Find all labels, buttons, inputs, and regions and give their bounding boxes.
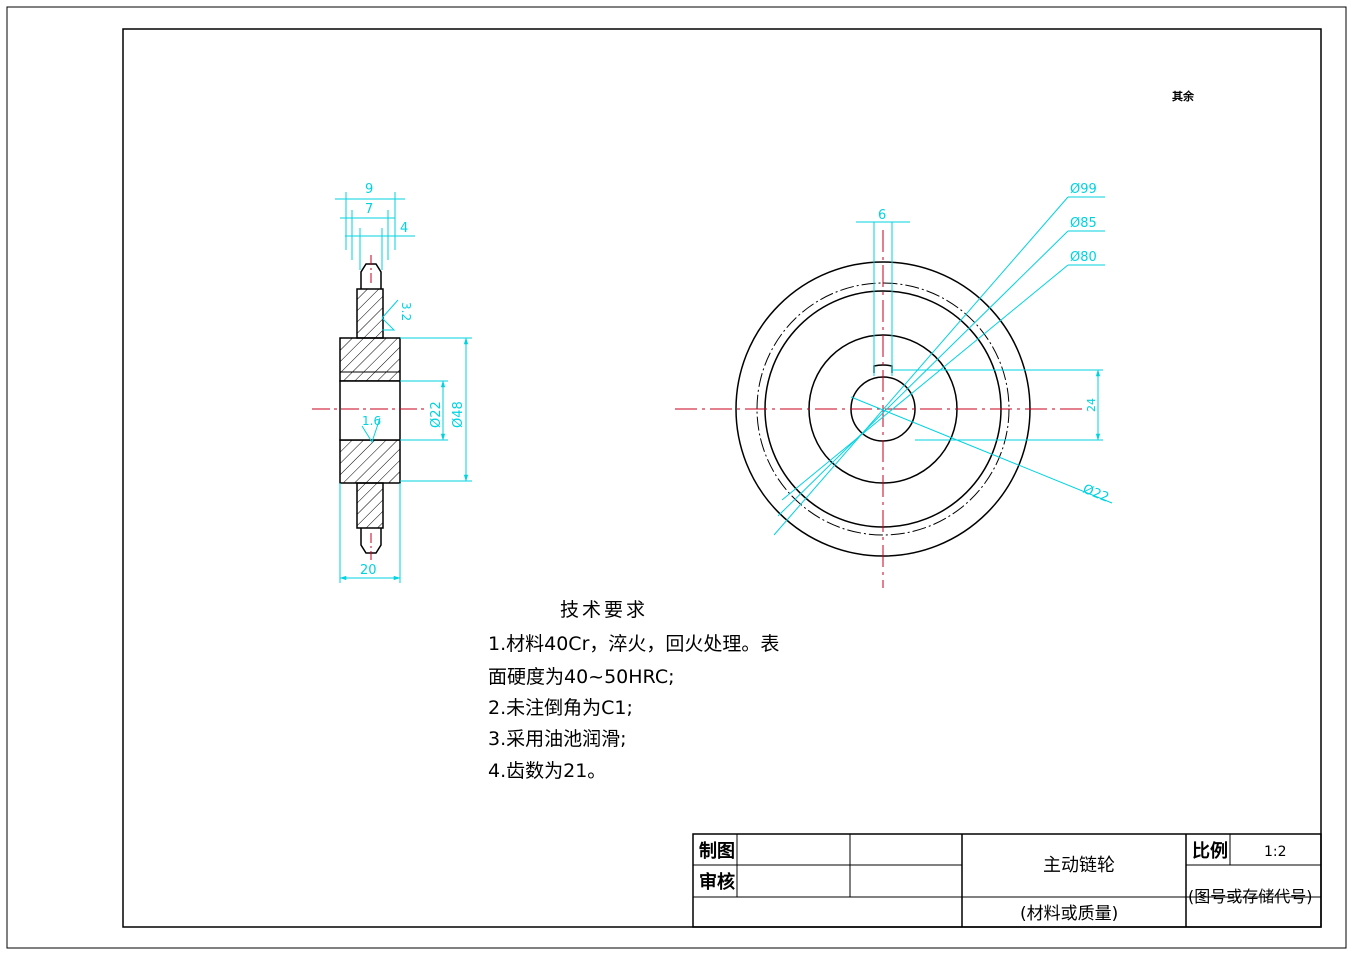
dim-hub-roughness: 1.6 xyxy=(362,414,381,428)
bore-roughness-symbol xyxy=(361,417,381,444)
roughness-symbol xyxy=(381,299,399,331)
scale-label: 比例 xyxy=(1192,840,1228,862)
hub-section-bottom xyxy=(339,439,401,484)
web-section-bottom xyxy=(356,482,384,529)
dim-roughness: 3.2 xyxy=(399,302,413,321)
dim-outer-diameter: Ø99 xyxy=(1070,182,1097,197)
tech-line-5: 4.齿数为21。 xyxy=(488,760,606,782)
dim-width-total: 9 xyxy=(365,182,373,197)
tech-line-2: 面硬度为40~50HRC; xyxy=(488,666,674,688)
dim-bore-front: Ø22 xyxy=(1081,482,1111,506)
web-section-top xyxy=(356,288,384,339)
dim-bore-side: Ø22 xyxy=(429,401,444,428)
inner-border xyxy=(122,28,1322,928)
part-name: 主动链轮 xyxy=(1043,855,1115,876)
front-view: 6 Ø99 Ø85 Ø80 24 Ø22 xyxy=(675,182,1113,588)
checked-label: 审核 xyxy=(699,871,735,893)
dim-tooth-tip: 4 xyxy=(400,221,408,236)
dim-width-mid: 7 xyxy=(365,202,373,217)
dim-keyway-depth: 24 xyxy=(1085,398,1098,412)
dim-hub-diameter: Ø48 xyxy=(451,401,466,428)
material: (材料或质量) xyxy=(1020,904,1118,924)
tech-line-4: 3.采用油池润滑; xyxy=(488,728,627,750)
dim-root-diameter: Ø80 xyxy=(1070,250,1097,265)
dim-keyway-width: 6 xyxy=(878,208,886,223)
title-block: 制图 审核 主动链轮 (材料或质量) 比例 1:2 (图号或存储代号) xyxy=(692,833,1322,928)
drawn-label: 制图 xyxy=(699,841,735,862)
drawing-number: (图号或存储代号) xyxy=(1188,887,1313,906)
tech-requirements: 技术要求 1.材料40Cr，淬火，回火处理。表 面硬度为40~50HRC; 2.… xyxy=(488,599,779,782)
bore-band xyxy=(339,380,401,441)
scale-value: 1:2 xyxy=(1264,844,1287,860)
tech-line-1: 1.材料40Cr，淬火，回火处理。表 xyxy=(488,633,779,655)
hub-section-top xyxy=(339,337,401,382)
dim-pitch-diameter: Ø85 xyxy=(1070,216,1097,231)
corner-mark: 其余 xyxy=(1172,89,1195,103)
tech-heading: 技术要求 xyxy=(560,599,648,621)
side-view: 9 7 4 3.2 Ø22 Ø48 1.6 20 xyxy=(312,182,472,583)
tech-line-3: 2.未注倒角为C1; xyxy=(488,697,633,719)
dim-hub-length: 20 xyxy=(360,563,377,578)
outer-border xyxy=(6,6,1347,949)
